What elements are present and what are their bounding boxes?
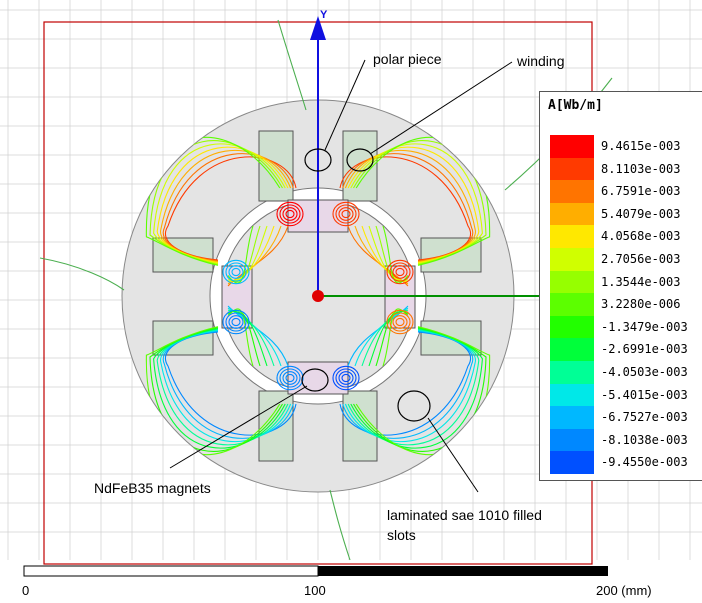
scale-tick-0: 0 [22, 583, 29, 598]
flux-line [225, 262, 247, 282]
flux-line [222, 309, 250, 335]
flux-line [338, 371, 354, 385]
y-axis-arrow [310, 16, 326, 40]
flux-line [277, 19, 307, 111]
flux-line [282, 207, 298, 221]
flux-line [225, 312, 247, 332]
flux-line [392, 265, 408, 279]
slots-label-line2: slots [387, 527, 416, 543]
polar-piece-marker [304, 148, 332, 172]
magnet-bottom [287, 361, 349, 395]
legend-value: 8.1103e-003 [601, 161, 681, 176]
legend-value: 3.2280e-006 [601, 297, 681, 312]
y-axis-label: Y [320, 9, 328, 21]
slot [258, 390, 294, 462]
legend-value: -8.1038e-003 [601, 432, 688, 447]
flux-line [332, 365, 360, 391]
legend-value: -4.0503e-003 [601, 364, 688, 379]
magnet-marker [301, 368, 329, 392]
legend-swatch [550, 360, 594, 384]
legend-value: 4.0568e-003 [601, 229, 681, 244]
legend-swatch [550, 406, 594, 430]
flux-contour-lines [39, 19, 613, 561]
legend-swatch [550, 247, 594, 271]
flux-line [285, 209, 295, 219]
flux-line [386, 259, 414, 285]
flux-line [282, 371, 298, 385]
flux-line [276, 365, 304, 391]
flux-line [231, 317, 241, 327]
legend-value: -9.4550e-003 [601, 455, 688, 470]
legend-value: -5.4015e-003 [601, 387, 688, 402]
coordinate-axes: Y [310, 9, 540, 302]
scale-tick-200: 200 (mm) [596, 583, 652, 598]
flux-line [332, 201, 360, 227]
flux-line [341, 209, 351, 219]
color-legend: A[Wb/m] 9.4615e-003 8.1103e-003 6.7591e-00… [539, 91, 702, 481]
legend-swatch [550, 338, 594, 362]
annotation-labels: polar piece winding NdFeB35 magnets lami… [94, 51, 564, 543]
legend-value: -6.7527e-003 [601, 410, 688, 425]
scale-tick-100: 100 [304, 583, 326, 598]
flux-line [341, 373, 351, 383]
legend-value: 5.4079e-003 [601, 206, 681, 221]
leader-line [169, 385, 308, 469]
flux-line [279, 368, 301, 388]
flux-line [335, 204, 357, 224]
flux-line [285, 373, 295, 383]
flux-line [39, 257, 125, 291]
legend-swatch [550, 383, 594, 407]
legend-swatch [550, 428, 594, 452]
slots-label-line1: laminated sae 1010 filled [387, 507, 542, 523]
legend-swatch [550, 225, 594, 249]
legend-value: 6.7591e-003 [601, 184, 681, 199]
legend-swatch [550, 202, 594, 226]
flux-line [338, 207, 354, 221]
flux-line [231, 267, 241, 277]
flux-line [222, 259, 250, 285]
legend-swatch [550, 293, 594, 317]
flux-line [228, 265, 244, 279]
legend-title: A[Wb/m] [548, 98, 603, 113]
legend-value: 1.3544e-003 [601, 274, 681, 289]
leader-line [427, 417, 479, 493]
flux-line [276, 201, 304, 227]
legend-swatch [550, 270, 594, 294]
flux-line [335, 368, 357, 388]
flux-line [395, 267, 405, 277]
flux-line [329, 489, 351, 561]
flux-line [279, 204, 301, 224]
legend-value: 9.4615e-003 [601, 139, 681, 153]
legend-value: -2.6991e-003 [601, 342, 688, 357]
flux-line [395, 317, 405, 327]
slot-marker [397, 390, 431, 422]
annotation-ellipses [301, 148, 431, 422]
legend-value: 2.7056e-003 [601, 251, 681, 266]
flux-line [228, 315, 244, 329]
origin-marker [312, 290, 324, 302]
flux-line [386, 309, 414, 335]
annotation-leaders [169, 59, 513, 493]
legend-swatch [550, 451, 594, 475]
flux-line [392, 315, 408, 329]
winding-label: winding [516, 53, 564, 69]
legend-swatch [550, 180, 594, 204]
legend-value: -1.3479e-003 [601, 319, 688, 334]
scale-bar-black [318, 566, 608, 576]
flux-line [389, 312, 411, 332]
legend-swatch [550, 135, 594, 158]
leader-line [369, 61, 513, 155]
polar-piece-label: polar piece [373, 51, 442, 67]
flux-line [389, 262, 411, 282]
winding-marker [346, 148, 374, 172]
legend-swatch [550, 315, 594, 339]
legend-swatch [550, 157, 594, 181]
scale-bar-white [23, 565, 319, 577]
magnets-label: NdFeB35 magnets [94, 480, 211, 496]
leader-line [324, 59, 366, 151]
scale-bar: 0 100 200 (mm) [22, 565, 652, 598]
